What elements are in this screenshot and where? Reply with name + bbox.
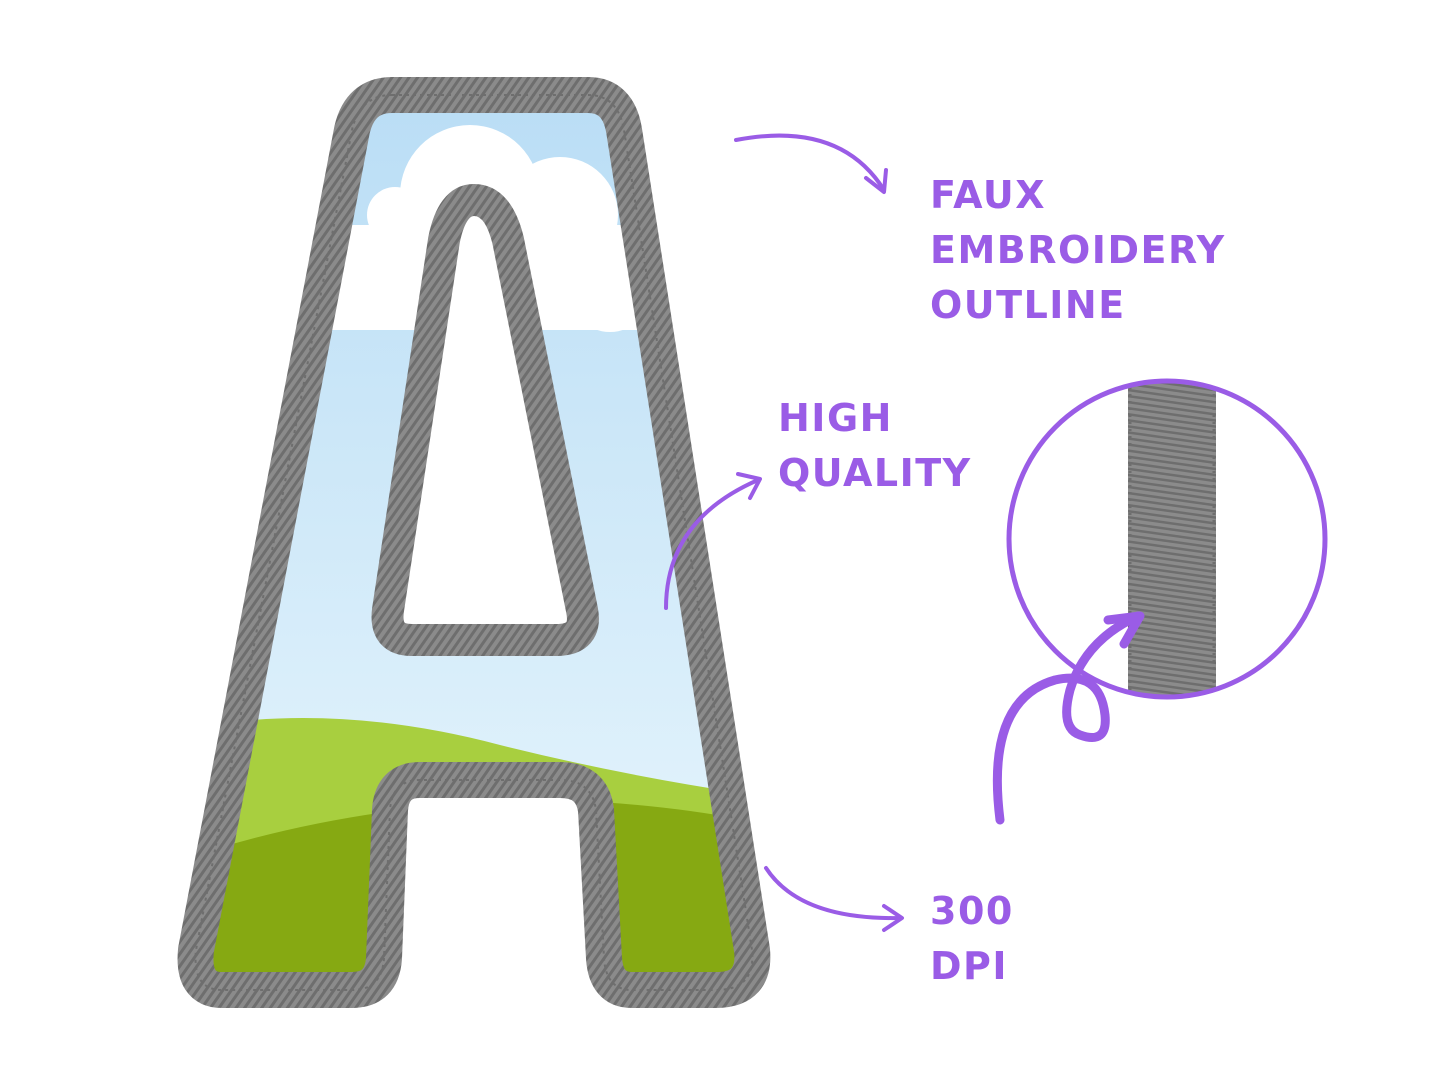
- curved-arrow-icon: [664, 478, 760, 610]
- loop-arrow-head: [1103, 611, 1145, 649]
- callout-300-dpi: 300 DPI: [930, 889, 1014, 988]
- letter-a-counter-outline: [371, 184, 599, 656]
- curved-arrow-head: [864, 168, 888, 194]
- curved-arrow-icon: [734, 133, 886, 192]
- callout-high-quality: HIGH QUALITY: [778, 396, 972, 495]
- curved-arrow-icon: [764, 866, 902, 921]
- loop-arrow-icon: [992, 611, 1143, 825]
- zoom-circle: [1006, 378, 1328, 700]
- magnified-stitch: [1128, 381, 1216, 697]
- zoom-detail: [1009, 381, 1325, 697]
- curved-arrow-head: [736, 472, 762, 500]
- letter-a-outline: [177, 77, 771, 1008]
- callout-faux-embroidery-outline: FAUX EMBROIDERY OUTLINE: [930, 173, 1226, 327]
- curved-arrow-head: [882, 904, 904, 932]
